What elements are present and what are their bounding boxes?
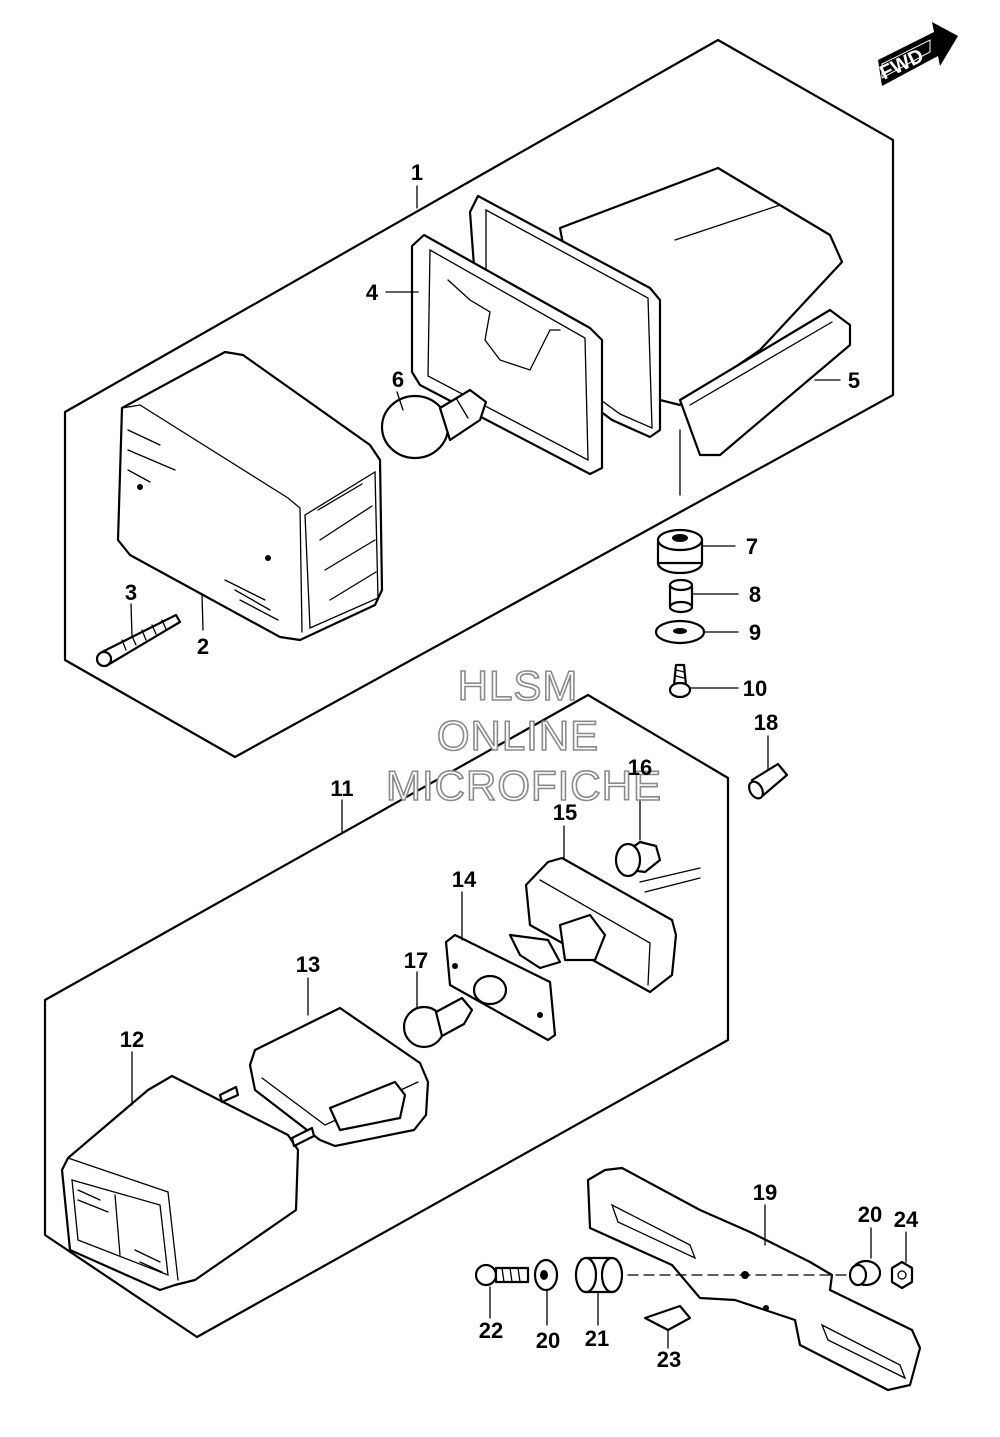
callout-8: 8 (749, 582, 761, 607)
watermark-line-1: HLSM (458, 662, 579, 709)
leader-lines (130, 185, 907, 1349)
upper-assembly-frame (63, 38, 895, 759)
callout-14: 14 (452, 867, 477, 892)
callout-24: 24 (894, 1207, 919, 1232)
callout-20-left: 20 (536, 1328, 560, 1353)
spacer-collar (668, 578, 694, 614)
callout-23: 23 (657, 1347, 681, 1372)
socket-housing (524, 856, 701, 994)
cushion-mount (574, 1256, 624, 1294)
watermark-line-2: ONLINE (437, 712, 599, 759)
lamp-bracket-plate (444, 933, 562, 1042)
tapping-screw (668, 663, 692, 699)
callout-labels: 1 4 6 5 7 8 9 10 3 2 18 16 11 15 14 17 1… (120, 160, 919, 1372)
callout-3: 3 (125, 580, 137, 605)
license-bracket (586, 1166, 922, 1392)
reflector-clip (643, 1304, 692, 1332)
washer-left (533, 1258, 559, 1292)
callout-2: 2 (197, 634, 209, 659)
tail-bulb (380, 388, 488, 460)
callout-16: 16 (628, 755, 652, 780)
callout-20-right: 20 (858, 1202, 882, 1227)
reflector-gasket (410, 233, 604, 476)
callout-13: 13 (296, 952, 320, 977)
callout-9: 9 (749, 620, 761, 645)
nut (890, 1260, 914, 1290)
wire-grommet (614, 840, 662, 878)
callout-21: 21 (585, 1326, 609, 1351)
tail-lens (116, 350, 384, 642)
license-bulb (402, 996, 474, 1049)
callout-17: 17 (404, 948, 428, 973)
callout-4: 4 (366, 280, 379, 305)
cushion-grommet (656, 528, 704, 575)
callout-7: 7 (746, 534, 758, 559)
callout-19: 19 (753, 1180, 777, 1205)
lens-screw (95, 613, 182, 668)
callout-18: 18 (754, 710, 778, 735)
callout-15: 15 (553, 800, 577, 825)
callout-22: 22 (479, 1318, 503, 1343)
lower-assembly-frame (43, 693, 730, 1339)
callout-12: 12 (120, 1027, 144, 1052)
callout-6: 6 (392, 367, 404, 392)
washer-right (848, 1259, 882, 1287)
flange-bolt (474, 1263, 530, 1287)
fwd-arrow-icon: FWD (877, 22, 958, 86)
license-lamp-lens (60, 1074, 316, 1292)
watermark-line-3: MICROFICHE (386, 762, 662, 809)
callout-10: 10 (743, 676, 767, 701)
callout-5: 5 (848, 368, 860, 393)
washer (654, 619, 706, 645)
callout-11: 11 (330, 776, 353, 801)
lower-collar (748, 762, 789, 800)
watermark: HLSM ONLINE MICROFICHE (385, 661, 662, 810)
inner-lens (248, 1006, 430, 1148)
callout-1: 1 (411, 160, 423, 185)
